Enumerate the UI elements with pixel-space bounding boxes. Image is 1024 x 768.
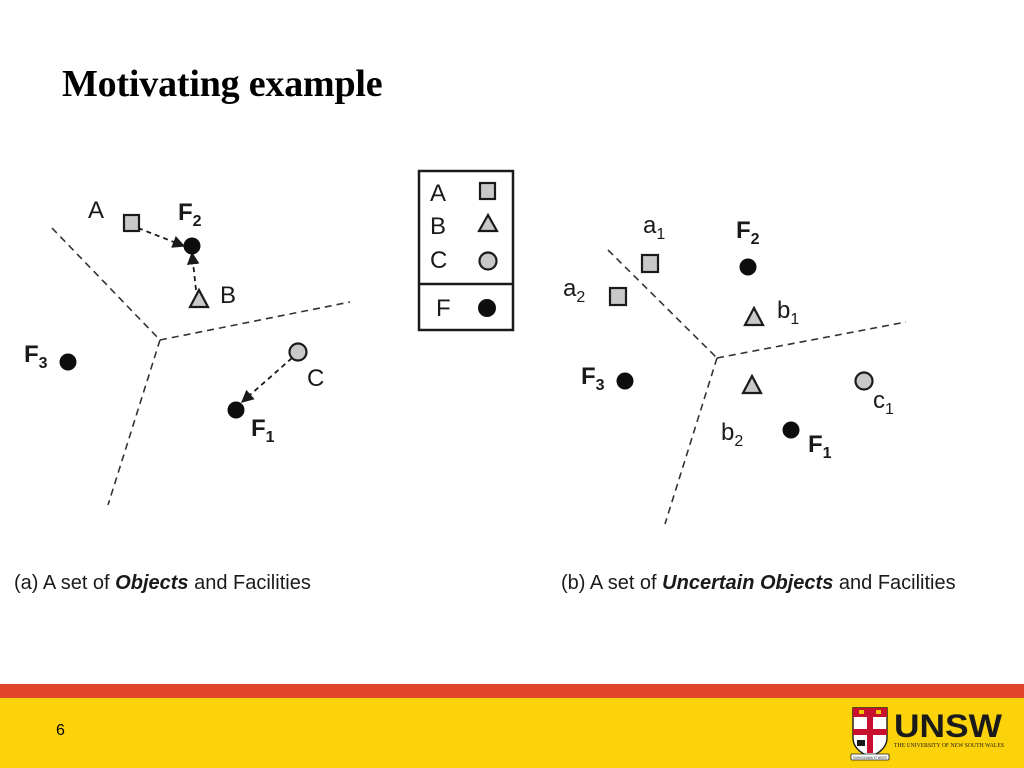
legend-facility-icon (478, 299, 496, 317)
slide-title: Motivating example (62, 63, 383, 105)
object-b1-triangle (743, 305, 765, 327)
facility-f1 (782, 421, 800, 439)
legend-square-icon (478, 181, 497, 201)
facility-f2 (183, 237, 201, 255)
legend: A B C F (417, 169, 515, 332)
label-f3: F3 (24, 341, 48, 372)
label-f3: F3 (581, 363, 605, 394)
object-a2-square (608, 286, 628, 307)
legend-circle-icon (478, 251, 498, 271)
arrow-a-to-f2 (137, 227, 186, 248)
caption-a: (a) A set of Objects and Facilities (14, 572, 311, 594)
footer-red-band (0, 684, 1024, 698)
label-b: B (220, 282, 236, 309)
object-b-triangle (188, 287, 210, 309)
label-f1: F1 (251, 415, 275, 446)
arrow-b-to-f2 (186, 251, 200, 291)
arrow-c-to-f1 (241, 357, 293, 403)
legend-triangle-icon (477, 212, 499, 233)
legend-box (417, 169, 515, 332)
object-c1-circle (854, 371, 874, 391)
legend-label-f: F (436, 295, 451, 322)
label-f2: F2 (178, 199, 202, 230)
figure-b: a1 a2 b1 b2 c1 F2 F1 F3 (b) A set of Unc… (561, 212, 956, 594)
voronoi-edge (159, 301, 351, 341)
caption-b: (b) A set of Uncertain Objects and Facil… (561, 572, 956, 594)
logo-wordmark: UNSW (894, 708, 1003, 744)
label-b2: b2 (721, 419, 743, 450)
facility-f2 (739, 258, 757, 276)
object-a-square (122, 213, 141, 233)
object-c-circle (288, 342, 308, 362)
facility-f3 (59, 353, 77, 371)
legend-label-a: A (430, 180, 446, 207)
object-b2-triangle (741, 373, 763, 395)
object-a1-square (640, 253, 660, 274)
diagram: A B C F2 F1 F3 (a) A set of Objects and … (14, 169, 956, 594)
logo-motto: SCIENTIA MANU ET MENTE (853, 755, 887, 760)
label-a2: a2 (563, 275, 585, 306)
voronoi-edge (607, 249, 718, 359)
unsw-logo: SCIENTIA MANU ET MENTE UNSW THE UNIVERSI… (850, 707, 1004, 761)
page-number: 6 (56, 722, 65, 739)
voronoi-edge (664, 357, 718, 525)
legend-label-c: C (430, 247, 447, 274)
voronoi-edge (107, 339, 161, 506)
voronoi-edge (51, 227, 161, 341)
label-a: A (88, 197, 104, 224)
logo-tagline: THE UNIVERSITY OF NEW SOUTH WALES (894, 743, 1004, 749)
label-c: C (307, 365, 324, 392)
voronoi-edge (716, 321, 907, 359)
label-f2: F2 (736, 217, 760, 248)
label-c1: c1 (873, 387, 894, 418)
label-b1: b1 (777, 297, 799, 328)
facility-f3 (616, 372, 634, 390)
facility-f1 (227, 401, 245, 419)
crest-icon: SCIENTIA MANU ET MENTE (850, 707, 890, 761)
label-f1: F1 (808, 431, 832, 462)
legend-label-b: B (430, 213, 446, 240)
label-a1: a1 (643, 212, 665, 243)
figure-a: A B C F2 F1 F3 (a) A set of Objects and … (14, 197, 351, 594)
